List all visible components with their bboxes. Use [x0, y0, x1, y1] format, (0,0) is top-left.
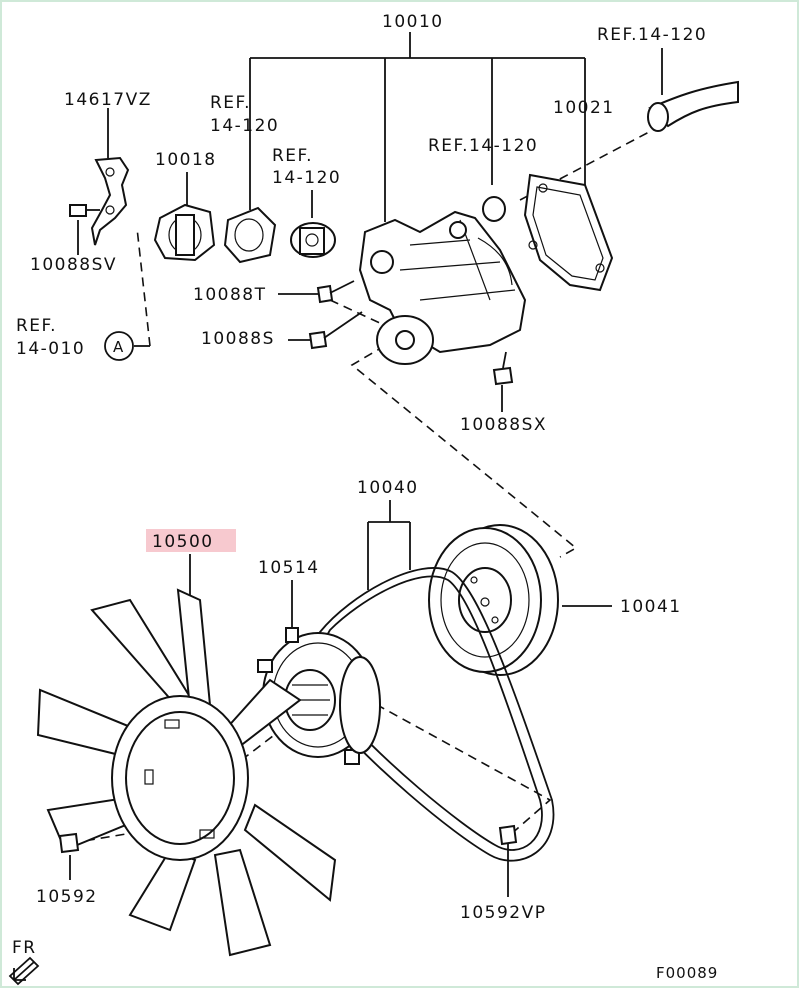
label-ref-b-1: REF.: [272, 146, 313, 166]
label-10088t: 10088T: [193, 285, 266, 305]
bolts-bottom: [58, 824, 518, 854]
label-14617vz: 14617VZ: [64, 90, 152, 110]
label-ref-b-2: 14-120: [272, 168, 341, 188]
arrow-down-left-icon: [8, 956, 40, 986]
water-pump-assembly: [358, 210, 527, 365]
label-10592vp: 10592VP: [460, 903, 546, 923]
label-10018: 10018: [155, 150, 217, 170]
label-10088s: 10088S: [201, 329, 275, 349]
part-labels: 10010 REF.14-120 10021 14617VZ REF. 14-1…: [12, 12, 718, 982]
ref-circle-a: [104, 331, 134, 361]
label-ref-d-2: 14-010: [16, 339, 85, 359]
label-ref-d-1: REF.: [16, 316, 57, 336]
label-circle-a: A: [113, 338, 124, 356]
thermostat-housing: [153, 203, 216, 262]
label-ref-c: REF.14-120: [428, 136, 538, 156]
label-fr: FR: [12, 938, 37, 958]
label-ref-top-right: REF.14-120: [597, 25, 707, 45]
pump-gasket: [523, 173, 614, 292]
o-ring: [482, 196, 506, 222]
label-ref-a-1: REF.: [210, 93, 251, 113]
fan-clutch: [257, 627, 381, 765]
pulley: [428, 524, 559, 676]
bolts-top: [69, 204, 514, 386]
label-10514: 10514: [258, 558, 320, 578]
label-10010: 10010: [382, 12, 444, 32]
bracket: [90, 156, 130, 246]
label-10088sx: 10088SX: [460, 415, 547, 435]
label-ref-a-2: 14-120: [210, 116, 279, 136]
label-10088sv: 10088SV: [30, 255, 117, 275]
hose: [647, 80, 739, 132]
label-10041: 10041: [620, 597, 682, 617]
highlight-10500: [146, 529, 236, 552]
figure-code: F00089: [656, 964, 718, 982]
thermostat-gasket: [223, 206, 277, 264]
label-10592: 10592: [36, 887, 98, 907]
thermostat: [290, 222, 336, 258]
label-10040: 10040: [357, 478, 419, 498]
label-10500: 10500: [152, 532, 214, 552]
label-10021: 10021: [553, 98, 615, 118]
